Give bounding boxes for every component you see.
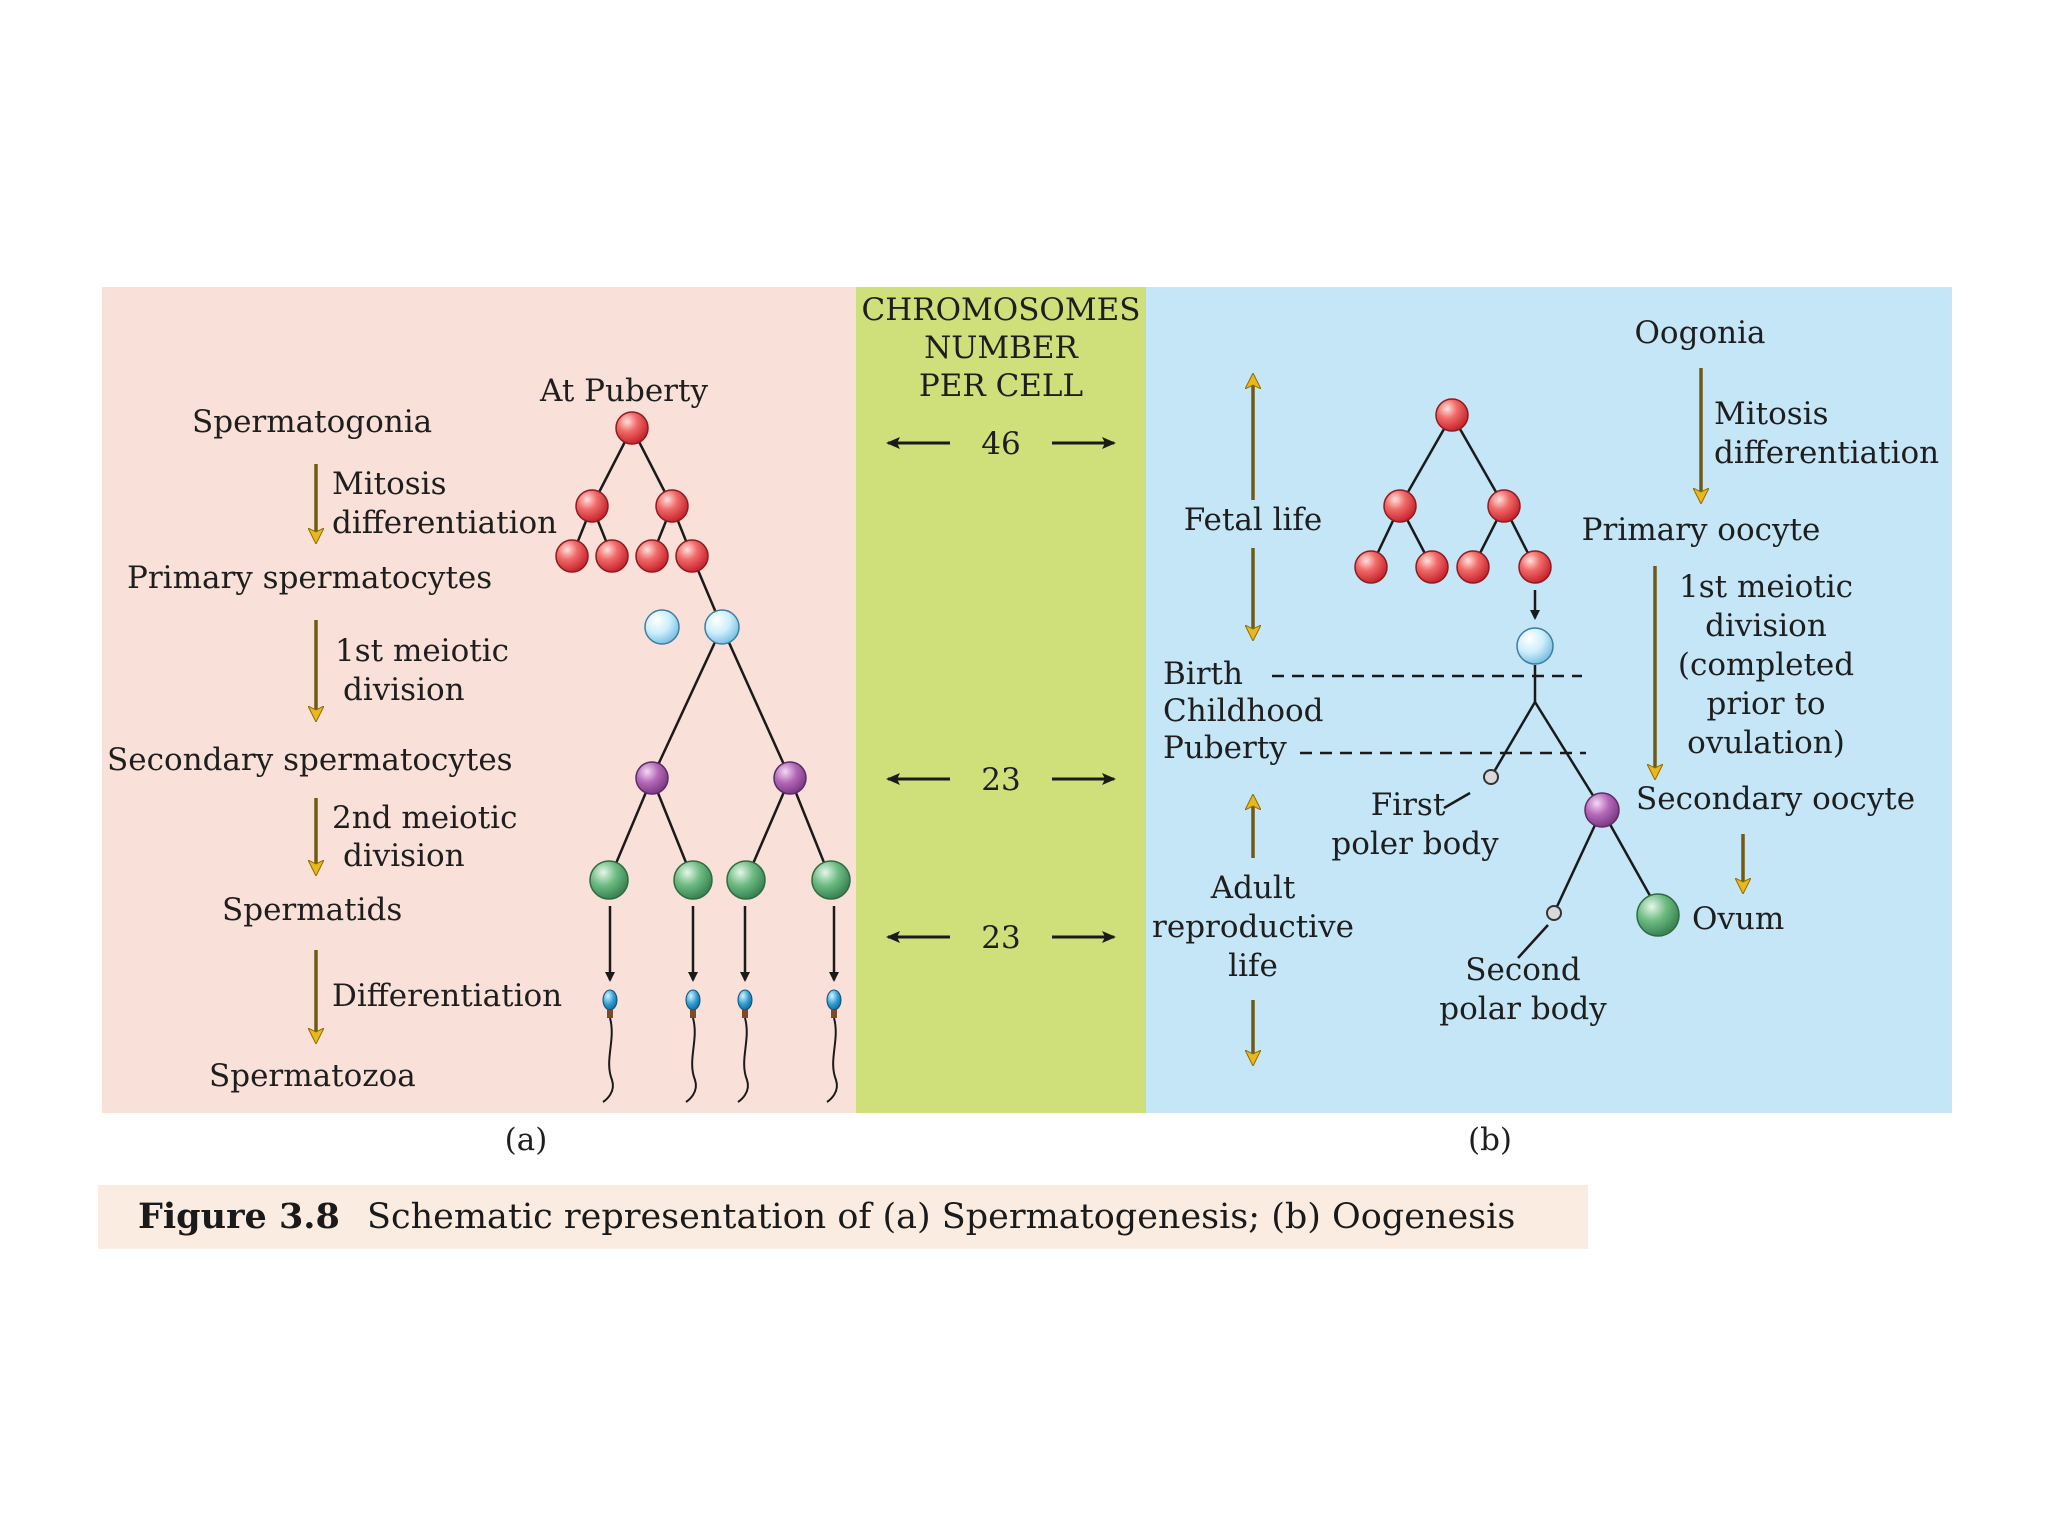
chromosomes-title-line-1: CHROMOSOMES xyxy=(862,292,1141,328)
at-puberty-label: At Puberty xyxy=(539,373,708,409)
spermatid-cell xyxy=(589,860,629,900)
first-polar-body-label-line-1: First xyxy=(1371,787,1446,823)
chromosome-band: CHROMOSOMES NUMBER PER CELL 46 23 23 xyxy=(862,292,1141,956)
primary-spermatocytes-label: Primary spermatocytes xyxy=(127,560,492,596)
secondary-oocyte-label: Secondary oocyte xyxy=(1636,781,1915,817)
spermatogonium-cell xyxy=(655,489,689,523)
chromosomes-title-line-2: NUMBER xyxy=(924,330,1079,366)
spermatogonium-cell xyxy=(595,539,629,573)
panel-b-tag: (b) xyxy=(1468,1122,1512,1158)
panel-a-background xyxy=(102,287,856,1113)
figure-caption: Figure 3.8 Schematic representation of (… xyxy=(138,1196,1515,1237)
differentiation-process-label: Differentiation xyxy=(332,978,562,1014)
differentiation-label: differentiation xyxy=(1714,435,1939,471)
panel-a: At Puberty Spermatogonia Mitosis differe… xyxy=(107,373,851,1103)
spermatogonium-cell xyxy=(575,489,609,523)
primary-spermatocyte-cell xyxy=(644,609,680,645)
first-polar-body-label-line-2: poler body xyxy=(1331,826,1499,862)
chromosome-count: 46 xyxy=(981,426,1020,462)
second-polar-body-label-line-1: Second xyxy=(1465,952,1580,988)
adult-life-label: Adult xyxy=(1210,870,1296,906)
meiosis-label-line-2: division xyxy=(1705,608,1827,644)
panel-a-tag: (a) xyxy=(505,1122,548,1158)
sperm-icon xyxy=(685,989,701,1103)
spermatogonium-cell xyxy=(675,539,709,573)
meiosis-2-label: 2nd meiotic xyxy=(332,800,517,836)
meiosis-1-division-label: division xyxy=(343,672,465,708)
spermatozoa-label: Spermatozoa xyxy=(209,1058,416,1094)
spermatid-cell xyxy=(726,860,766,900)
spermatogonium-cell xyxy=(555,539,589,573)
primary-oocyte-label: Primary oocyte xyxy=(1582,512,1821,548)
mitosis-label: Mitosis xyxy=(1714,396,1829,432)
spermatid-cell xyxy=(811,860,851,900)
secondary-spermatocyte-cell xyxy=(635,761,669,795)
spermatogonia-label: Spermatogonia xyxy=(192,404,432,440)
meiosis-label-line-4: prior to xyxy=(1706,686,1825,722)
figure-caption-label: Figure 3.8 xyxy=(138,1196,340,1237)
second-polar-body-label-line-2: polar body xyxy=(1439,991,1607,1027)
fetal-life-label: Fetal life xyxy=(1184,502,1323,538)
puberty-label: Puberty xyxy=(1163,730,1287,766)
meiosis-label-line-3: (completed xyxy=(1678,647,1854,683)
oogonium-cell xyxy=(1415,550,1449,584)
primary-oocyte-cell xyxy=(1516,627,1554,665)
secondary-spermatocyte-cell xyxy=(773,761,807,795)
panel-b: Fetal life Birth Childhood Puberty Adult… xyxy=(1152,315,1939,1062)
second-polar-body xyxy=(1546,905,1562,921)
panel-b-background xyxy=(1146,287,1952,1113)
spermatids-label: Spermatids xyxy=(222,892,402,928)
oogonium-cell xyxy=(1435,398,1469,432)
birth-label: Birth xyxy=(1163,656,1243,692)
figure-caption-text: Schematic representation of (a) Spermato… xyxy=(367,1197,1515,1237)
chromosomes-title-line-3: PER CELL xyxy=(919,368,1083,404)
chromosome-count-row: 23 xyxy=(886,762,1116,798)
meiosis-label-line-1: 1st meiotic xyxy=(1679,569,1853,605)
differentiation-label: differentiation xyxy=(332,505,557,541)
childhood-label: Childhood xyxy=(1163,693,1324,729)
meiosis-1-label: 1st meiotic xyxy=(335,633,509,669)
chromosome-count: 23 xyxy=(981,920,1020,956)
sperm-icon xyxy=(737,989,753,1103)
reproductive-label: reproductive xyxy=(1152,909,1354,945)
ovum-cell xyxy=(1636,893,1680,937)
chromosome-count: 23 xyxy=(981,762,1020,798)
primary-spermatocyte-cell xyxy=(704,609,740,645)
spermatogonium-cell xyxy=(615,411,649,445)
meiosis-2-division-label: division xyxy=(343,838,465,874)
sperm-icon xyxy=(826,989,842,1103)
chromosome-count-row: 23 xyxy=(886,920,1116,956)
spermatid-cell xyxy=(673,860,713,900)
chromosome-band-background xyxy=(856,287,1146,1113)
life-label: life xyxy=(1228,948,1278,984)
secondary-oocyte-cell xyxy=(1584,792,1620,828)
oogonium-cell xyxy=(1354,550,1388,584)
caption-background xyxy=(98,1185,1588,1249)
oogonium-cell xyxy=(1383,489,1417,523)
oogonia-label: Oogonia xyxy=(1635,315,1766,351)
oogonium-cell xyxy=(1518,550,1552,584)
sperm-icon xyxy=(602,989,618,1103)
mitosis-label: Mitosis xyxy=(332,466,447,502)
ovum-label: Ovum xyxy=(1692,901,1784,937)
oogonium-cell xyxy=(1456,550,1490,584)
meiosis-label-line-5: ovulation) xyxy=(1687,725,1845,761)
secondary-spermatocytes-label: Secondary spermatocytes xyxy=(107,742,513,778)
chromosome-count-row: 46 xyxy=(886,426,1116,462)
oogonium-cell xyxy=(1487,489,1521,523)
first-polar-body xyxy=(1483,769,1499,785)
spermatogonium-cell xyxy=(635,539,669,573)
